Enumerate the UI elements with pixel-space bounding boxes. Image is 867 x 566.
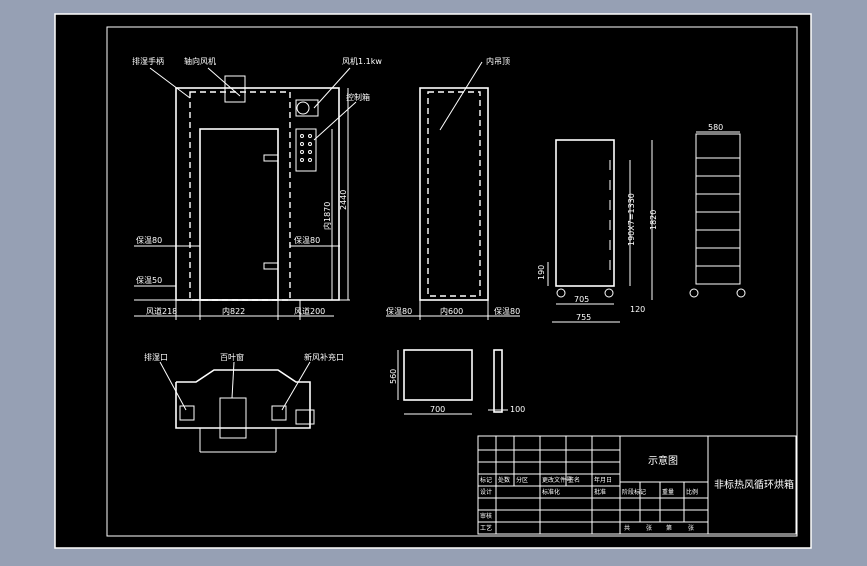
dim-inner-height: 内1870 — [322, 202, 332, 230]
dim-cart-outer-width: 755 — [576, 313, 591, 322]
leader-line — [231, 361, 235, 399]
rack-shelves — [696, 157, 740, 267]
tb-cell-date: 年月日 — [594, 476, 612, 484]
rack-wheel-left — [689, 288, 699, 298]
hinge-bottom — [263, 262, 279, 270]
tb-row-process: 工艺 — [480, 524, 492, 532]
tb-cell-sheets: 张 — [646, 524, 652, 532]
dim-cart-spacing: 190X7=1330 — [627, 193, 636, 246]
top-view: 排湿口 百叶窗 新风补充口 — [144, 352, 344, 453]
control-buttons — [300, 134, 312, 162]
tb-row-review: 审核 — [480, 512, 492, 520]
front-insulation-dashed — [189, 91, 291, 301]
tb-drawing-name: 示意图 — [648, 454, 678, 467]
side-insulation-dashed — [427, 91, 481, 297]
drawing-sheet — [54, 13, 812, 549]
dim-side-left: 保温80 — [386, 306, 412, 316]
fan-motor — [295, 99, 319, 117]
label-fan-power: 风机1.1kw — [342, 56, 382, 66]
dim-side-right: 保温80 — [494, 306, 520, 316]
cart-wheel-right — [604, 288, 614, 298]
tb-cell-total: 共 — [624, 524, 630, 532]
exhaust-pipe — [224, 75, 246, 103]
top-louver-window — [219, 397, 247, 439]
rack-view: 580 — [689, 123, 746, 298]
tb-cell-standard: 标准化 — [542, 488, 560, 496]
title-block-frame — [477, 435, 797, 535]
dim-tray-width: 700 — [430, 405, 445, 414]
hinge-top — [263, 154, 279, 162]
tb-cell-scale: 比例 — [686, 488, 698, 496]
dim-cart-wheel: 120 — [630, 305, 645, 314]
rack-frame — [695, 133, 741, 285]
dim-right-duct: 风道200 — [294, 306, 325, 316]
cart-view: 1820 190X7=1330 190 705 755 120 — [537, 139, 658, 323]
top-fan-housing — [295, 409, 315, 425]
label-louver: 百叶窗 — [220, 352, 244, 362]
label-insulation-left: 保温80 — [136, 235, 162, 245]
label-insulation-right: 保温80 — [294, 235, 320, 245]
tb-cell-sign: 签名 — [568, 476, 580, 484]
dim-cart-gap: 190 — [537, 265, 546, 280]
tb-cell-stage: 阶段标记 — [622, 488, 646, 496]
tray-side — [493, 349, 503, 413]
tb-row-design: 设计 — [480, 488, 492, 496]
tb-cell-weight: 重量 — [662, 488, 674, 496]
fan-icon — [296, 101, 310, 115]
leader-line — [439, 61, 483, 131]
tb-cell-approve: 批准 — [594, 488, 606, 496]
leader-line — [313, 67, 351, 109]
dim-cart-height: 1820 — [649, 210, 658, 230]
tb-cell-sheet: 张 — [688, 524, 694, 532]
label-control-box: 控制箱 — [346, 92, 370, 102]
dim-cart-inner-width: 705 — [574, 295, 589, 304]
cart-wheel-left — [556, 288, 566, 298]
tb-cell-zone: 分区 — [516, 476, 528, 484]
side-view: 内吊顶 保温80 内600 保温80 — [386, 56, 520, 320]
tb-row-mark: 标记 — [480, 476, 492, 484]
dim-total-height: 2440 — [339, 190, 348, 210]
top-exhaust-port — [179, 405, 195, 421]
tb-cell-no: 第 — [666, 524, 672, 532]
rack-wheel-right — [736, 288, 746, 298]
tb-cell-doc: 更改文件号 — [542, 476, 572, 484]
drawing-frame — [106, 26, 798, 537]
front-view: 排湿手柄 轴向风机 风机1.1kw 控制箱 保温80 保温80 保温50 244… — [132, 56, 382, 320]
top-outline — [175, 369, 311, 429]
label-axial-fan: 轴向风机 — [184, 56, 216, 66]
tray-view: 560 700 100 — [389, 349, 525, 415]
dim-left-duct: 风道218 — [146, 306, 177, 316]
dim-tray-thickness: 100 — [510, 405, 525, 414]
cart-frame — [555, 139, 615, 287]
leader-line — [159, 361, 187, 411]
label-base-insulation: 保温50 — [136, 275, 162, 285]
label-fresh-air: 新风补充口 — [304, 352, 344, 362]
top-fresh-air-port — [271, 405, 287, 421]
leader-line — [207, 67, 241, 97]
leader-line — [313, 101, 357, 141]
label-exhaust-port: 排湿口 — [144, 352, 168, 362]
tb-cell-count: 处数 — [498, 476, 510, 484]
dim-tray-height: 560 — [389, 369, 398, 384]
dim-inner-width: 内822 — [222, 306, 245, 316]
leader-line — [281, 361, 311, 411]
tb-title: 非标热风循环烘箱 — [714, 478, 794, 491]
dim-rack-width: 580 — [708, 123, 723, 132]
tray-front — [403, 349, 473, 401]
dim-side-width: 内600 — [440, 306, 463, 316]
title-block-grid — [478, 436, 708, 534]
control-box — [295, 128, 317, 172]
label-inner-ceiling: 内吊顶 — [486, 56, 510, 66]
side-outer-body — [419, 87, 489, 301]
leader-line — [149, 67, 191, 99]
label-exhaust-handle: 排湿手柄 — [132, 56, 164, 66]
title-block: 标记 设计 审核 工艺 处数 分区 更改文件号 签名 年月日 标准化 批准 阶段… — [477, 435, 797, 535]
